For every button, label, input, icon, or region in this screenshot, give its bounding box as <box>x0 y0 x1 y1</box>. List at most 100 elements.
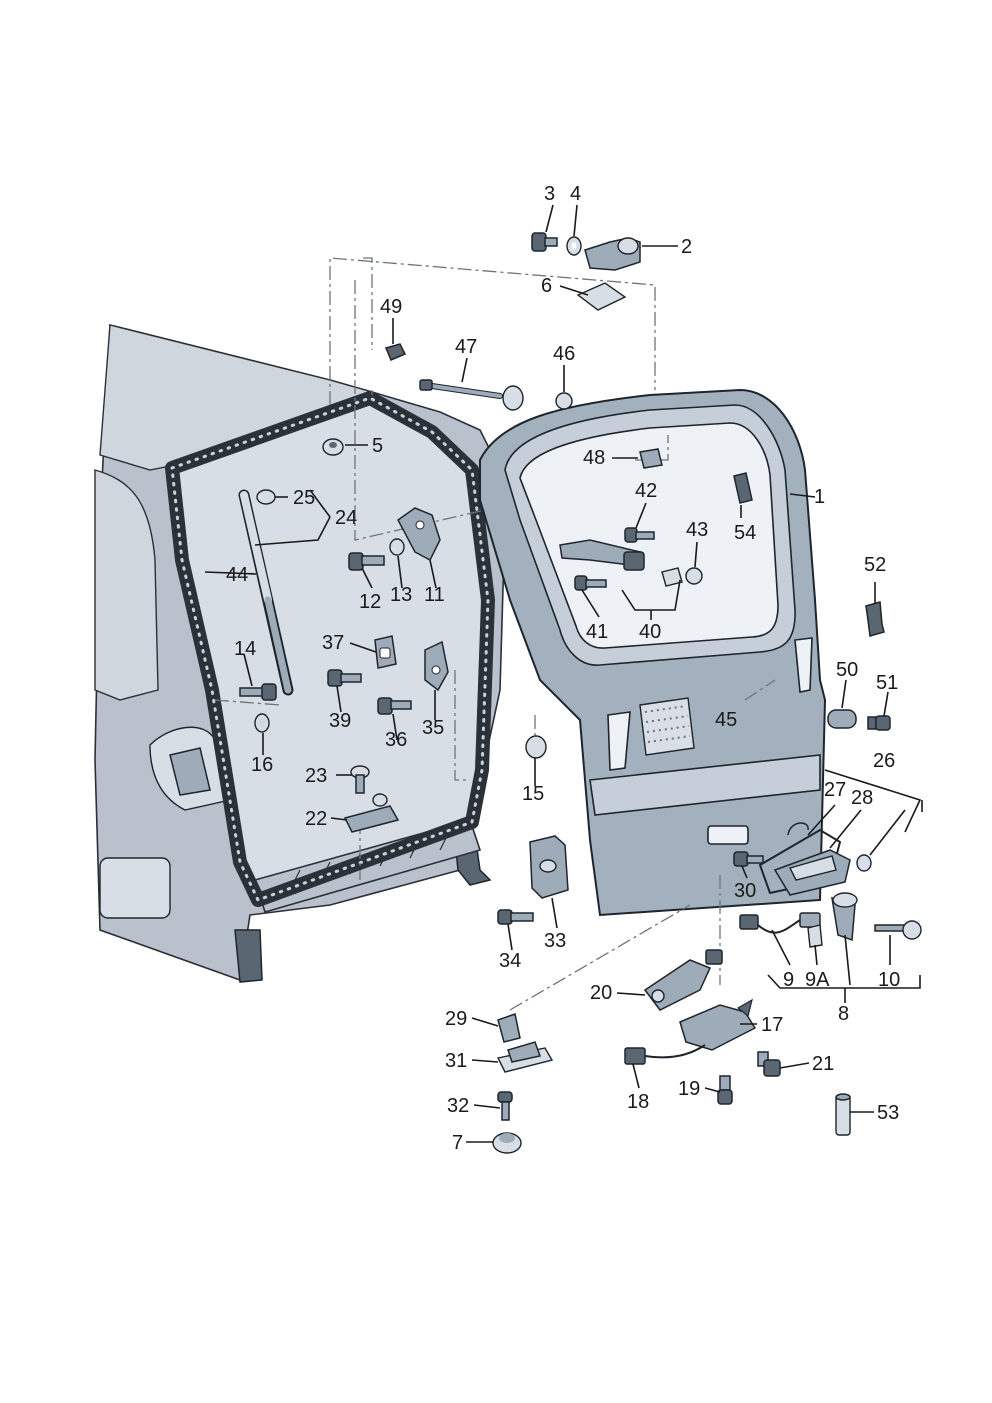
part-buffer-48 <box>639 448 663 469</box>
label-36: 36 <box>385 729 407 751</box>
part-nut-43 <box>685 567 703 585</box>
label-32: 32 <box>447 1095 469 1117</box>
label-9: 9 <box>783 969 794 991</box>
part-number-labels: 3 4 2 6 49 47 46 5 48 1 42 25 24 54 43 5… <box>226 183 900 1154</box>
part-screw-42 <box>624 527 655 543</box>
label-16: 16 <box>251 754 273 776</box>
label-20: 20 <box>590 982 612 1004</box>
part-wiring-18 <box>624 1044 706 1065</box>
part-nut-5 <box>322 438 344 456</box>
label-47: 47 <box>455 336 477 358</box>
label-35: 35 <box>422 717 444 739</box>
part-guide-37 <box>374 635 397 669</box>
part-sleeve-50 <box>827 709 857 729</box>
part-screw-36 <box>377 697 412 715</box>
label-3: 3 <box>544 183 555 205</box>
label-31: 31 <box>445 1050 467 1072</box>
label-9a: 9A <box>805 969 830 991</box>
label-17: 17 <box>761 1014 783 1036</box>
part-washer-13 <box>389 538 405 556</box>
label-54: 54 <box>734 522 756 544</box>
door-seal <box>165 391 495 907</box>
part-screw-32 <box>497 1091 513 1121</box>
part-hinge-plate-6 <box>576 282 627 311</box>
label-8: 8 <box>838 1003 849 1025</box>
label-11: 11 <box>424 584 445 606</box>
label-50: 50 <box>836 659 858 681</box>
part-ring-16 <box>254 713 270 733</box>
label-52: 52 <box>864 554 886 576</box>
label-22: 22 <box>305 808 327 830</box>
label-28: 28 <box>851 787 873 809</box>
label-46: 46 <box>553 343 575 365</box>
label-10: 10 <box>878 969 900 991</box>
part-cap-7 <box>492 1132 522 1154</box>
part-cap-25 <box>256 489 276 505</box>
part-screw-51 <box>867 715 891 731</box>
label-48: 48 <box>583 447 605 469</box>
part-lock-striker-11 <box>397 507 441 562</box>
alignment-lines <box>214 257 776 1011</box>
part-clip-52 <box>865 601 885 637</box>
part-gas-strut-44 <box>238 489 294 696</box>
part-wedge-35 <box>424 640 449 692</box>
label-1: 1 <box>814 486 825 508</box>
part-handle-27 <box>787 822 809 836</box>
part-washer-4 <box>566 236 582 256</box>
label-33: 33 <box>544 930 566 952</box>
part-clip-49 <box>384 343 407 361</box>
label-15: 15 <box>522 783 544 805</box>
label-13: 13 <box>390 584 412 606</box>
label-23: 23 <box>305 765 327 787</box>
part-wiring-9 <box>739 912 821 934</box>
label-5: 5 <box>372 435 383 457</box>
label-42: 42 <box>635 480 657 502</box>
part-actuator-20 <box>643 949 723 1011</box>
sound-pad <box>639 697 695 756</box>
part-clip-54 <box>733 472 753 504</box>
label-53: 53 <box>877 1102 899 1124</box>
part-screw-21 <box>757 1051 781 1077</box>
part-buffer-15 <box>525 735 547 759</box>
part-screw-3 <box>531 232 558 252</box>
leader-lines <box>204 204 923 1143</box>
label-51: 51 <box>876 672 898 694</box>
label-34: 34 <box>499 950 521 972</box>
part-screw-19 <box>717 1075 733 1105</box>
part-bolt-41 <box>574 575 607 591</box>
part-pin-53 <box>835 1093 851 1136</box>
label-44: 44 <box>226 564 248 586</box>
part-lock-cylinder-8 <box>831 892 858 942</box>
label-49: 49 <box>380 296 402 318</box>
label-30: 30 <box>734 880 756 902</box>
part-striker-31 <box>496 1041 554 1073</box>
label-27: 27 <box>824 779 846 801</box>
part-lock-17 <box>679 998 757 1051</box>
label-4: 4 <box>570 183 581 205</box>
label-7: 7 <box>452 1132 463 1154</box>
part-buffer-46 <box>555 392 573 410</box>
part-screw-30 <box>733 851 764 867</box>
label-41: 41 <box>586 621 608 643</box>
label-6: 6 <box>541 275 552 297</box>
label-2: 2 <box>681 236 692 258</box>
label-21: 21 <box>812 1053 834 1075</box>
part-cable-47 <box>419 379 524 411</box>
part-bolt-14 <box>239 683 277 701</box>
label-37: 37 <box>322 632 344 654</box>
label-25: 25 <box>293 487 315 509</box>
label-26: 26 <box>873 750 895 772</box>
label-24: 24 <box>335 507 357 529</box>
part-clip-40b <box>661 567 683 587</box>
label-19: 19 <box>678 1078 700 1100</box>
part-hinge-2 <box>584 237 641 271</box>
part-bracket-22 <box>343 793 400 833</box>
part-clip-9a <box>807 924 823 948</box>
label-18: 18 <box>627 1091 649 1113</box>
part-hinge-33 <box>529 835 569 899</box>
label-40: 40 <box>639 621 661 643</box>
label-45: 45 <box>715 709 737 731</box>
part-handle-grip-40 <box>559 539 645 571</box>
part-screw-34 <box>497 909 534 925</box>
